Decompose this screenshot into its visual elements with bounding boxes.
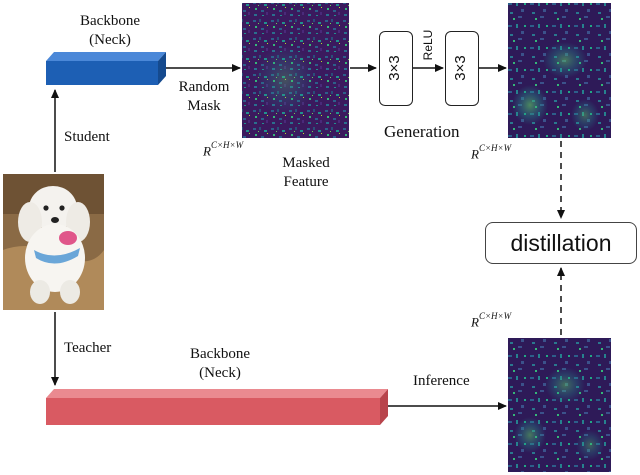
tensor-shape-teacher-base: R [471, 314, 479, 330]
teacher-backbone-label-line1: Backbone [190, 346, 250, 362]
teacher-backbone-label-line2: (Neck) [199, 365, 241, 381]
student-label: Student [64, 129, 110, 145]
generated-feature-map [508, 3, 611, 138]
random-mask-label-line1: Random [178, 79, 230, 95]
input-poodle-photo [3, 174, 104, 310]
tensor-shape-generated: RC×H×W [471, 143, 512, 162]
tensor-shape-masked-sup: C×H×W [210, 140, 244, 150]
masked-feature-map [242, 3, 349, 138]
distillation-label: distillation [510, 229, 612, 256]
tensor-shape-masked: RC×H×W [203, 140, 244, 159]
teacher-backbone-block [46, 389, 388, 425]
student-backbone-label-line2: (Neck) [89, 32, 131, 48]
conv-3x3-label-2: 3×3 [452, 55, 469, 81]
generation-label: Generation [384, 122, 460, 141]
student-backbone-block [46, 52, 166, 85]
random-mask-label-line2: Mask [187, 98, 221, 114]
conv-3x3-block-1 [379, 31, 413, 106]
tensor-shape-generated-base: R [471, 146, 479, 162]
distillation-box: distillation [485, 222, 637, 264]
tensor-shape-teacher: RC×H×W [471, 311, 512, 330]
tensor-shape-generated-sup: C×H×W [478, 143, 512, 153]
tensor-shape-masked-base: R [203, 143, 211, 159]
relu-label: ReLU [421, 29, 435, 61]
conv-3x3-label-1: 3×3 [386, 55, 403, 81]
tensor-shape-teacher-sup: C×H×W [478, 311, 512, 321]
masked-feature-label-line1: Masked [282, 155, 330, 171]
student-backbone-label-line1: Backbone [80, 13, 140, 29]
conv-3x3-block-2 [445, 31, 479, 106]
teacher-feature-map [508, 338, 611, 472]
teacher-label: Teacher [64, 340, 112, 356]
masked-feature-label-line2: Feature [283, 174, 329, 190]
inference-label: Inference [413, 373, 470, 389]
